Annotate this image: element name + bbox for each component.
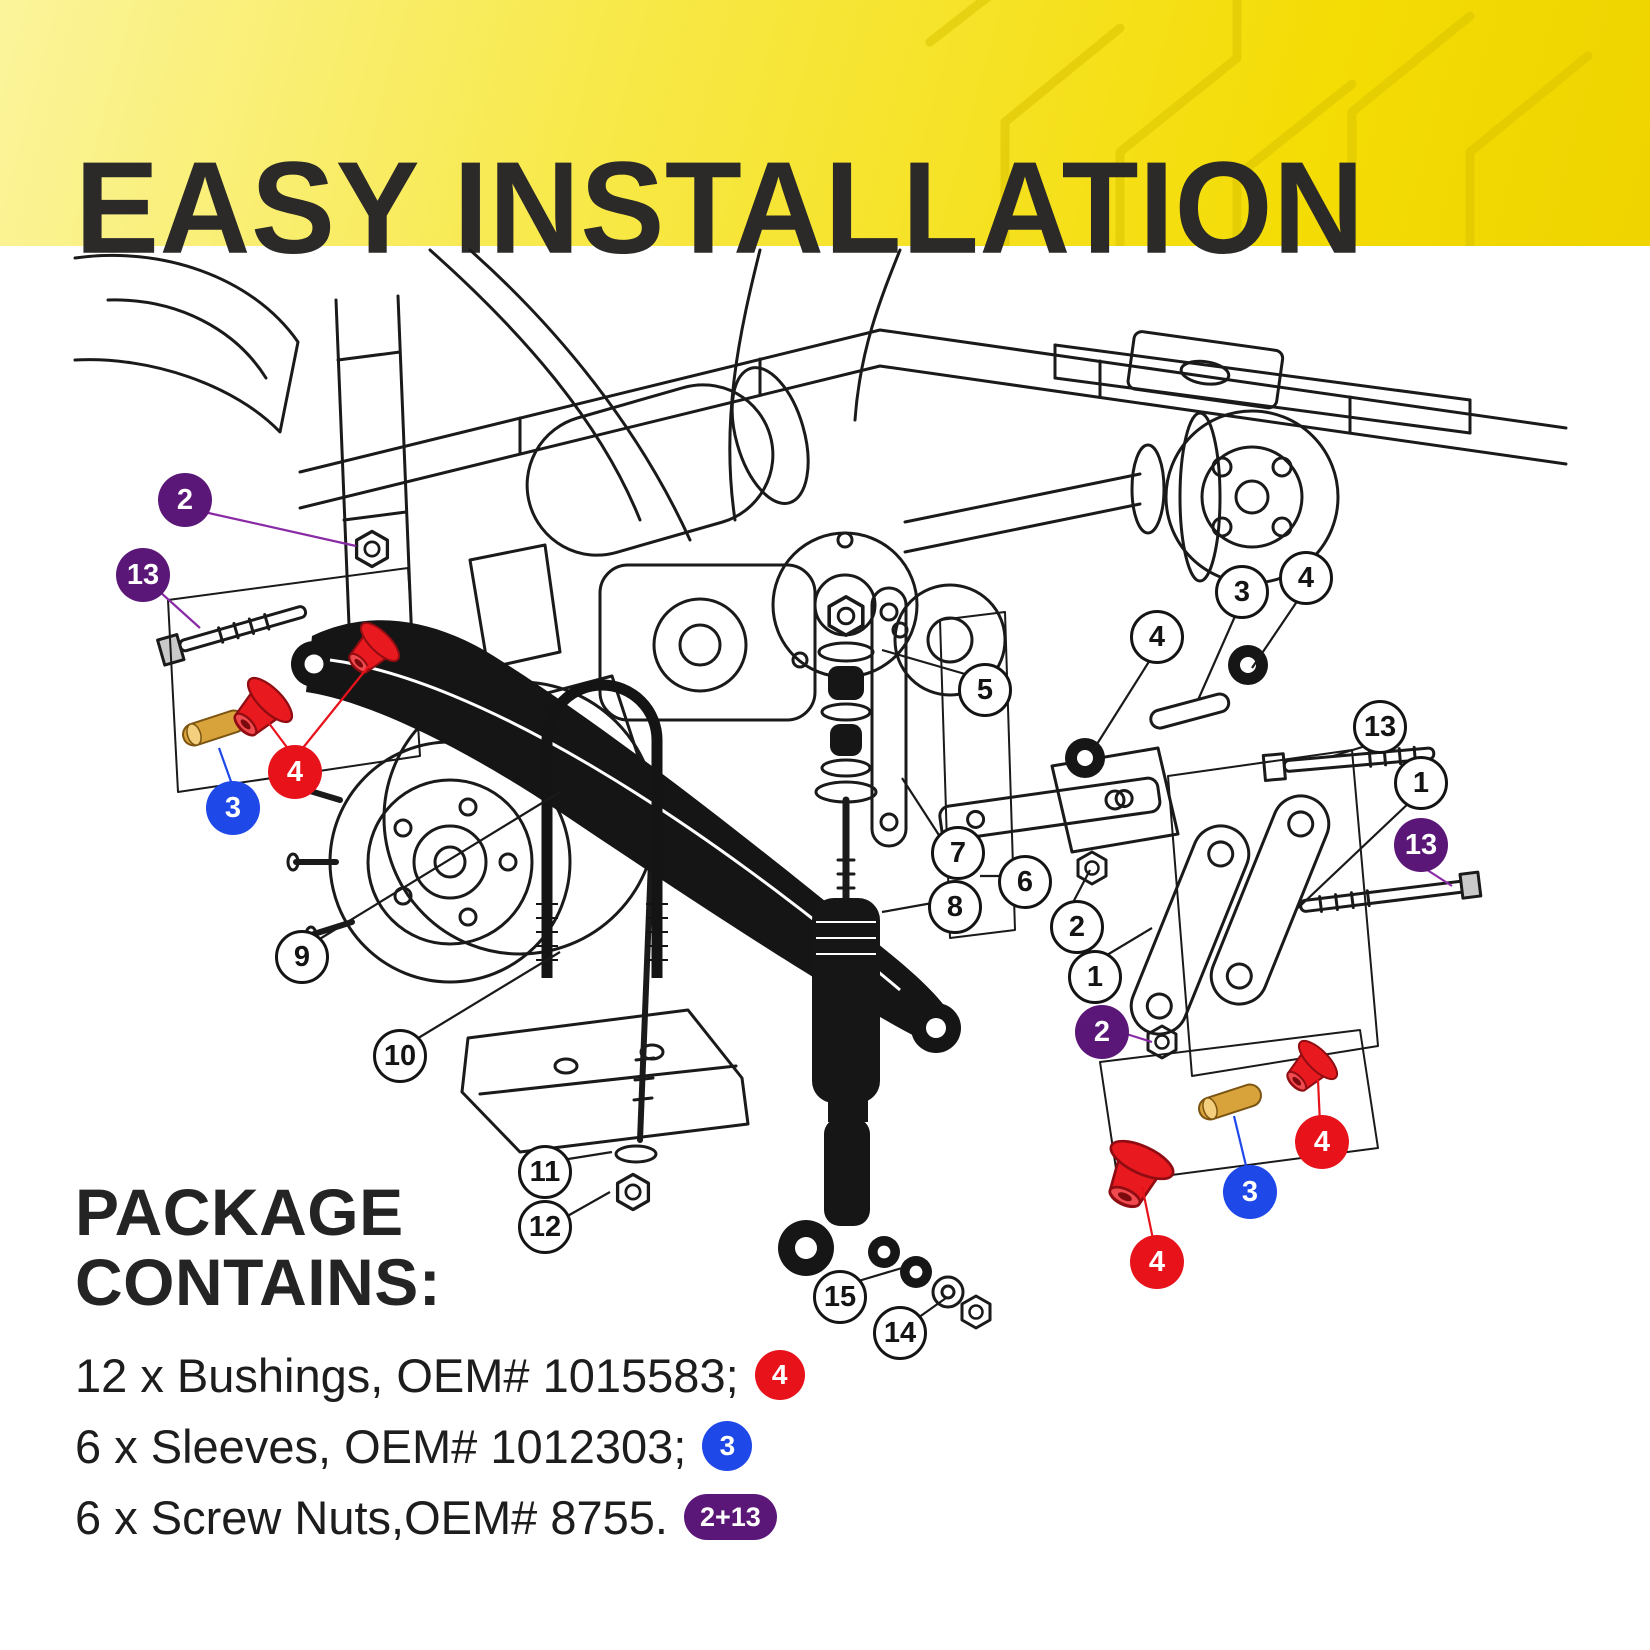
bushings-part-badge: 4 [754, 1350, 805, 1401]
package-item-text: 12 x Bushings, OEM# 1015583; [75, 1348, 739, 1402]
black-parts [291, 620, 1268, 1288]
package-heading-line1: PACKAGE [75, 1175, 404, 1249]
package-item-bushings: 12 x Bushings, OEM# 1015583; 4 [75, 1340, 935, 1411]
package-item-text: 6 x Screw Nuts,OEM# 8755. [75, 1490, 668, 1544]
header-banner: EASY INSTALLATION [0, 0, 1650, 281]
package-item-list: 12 x Bushings, OEM# 1015583; 4 6 x Sleev… [75, 1340, 935, 1553]
package-heading-line2: CONTAINS: [75, 1244, 442, 1319]
package-contains-block: PACKAGE CONTAINS: 12 x Bushings, OEM# 10… [75, 1175, 935, 1553]
chassis-line-art [73, 248, 1568, 1330]
package-item-sleeves: 6 x Sleeves, OEM# 1012303; 3 [75, 1411, 935, 1482]
red-bushing-right-1 [1273, 1034, 1344, 1105]
gold-sleeve-right [1195, 1080, 1265, 1124]
package-item-text: 6 x Sleeves, OEM# 1012303; [75, 1419, 687, 1473]
red-bushing-right-2 [1089, 1132, 1180, 1220]
tread-pattern-decoration [925, 0, 1593, 246]
package-heading: PACKAGE CONTAINS: [75, 1175, 935, 1319]
page-title: EASY INSTALLATION [75, 134, 1365, 281]
package-item-screw-nuts: 6 x Screw Nuts,OEM# 8755. 2+13 [75, 1482, 935, 1553]
sleeves-part-badge: 3 [702, 1421, 753, 1472]
screw-nuts-part-badge: 2+13 [683, 1494, 777, 1541]
